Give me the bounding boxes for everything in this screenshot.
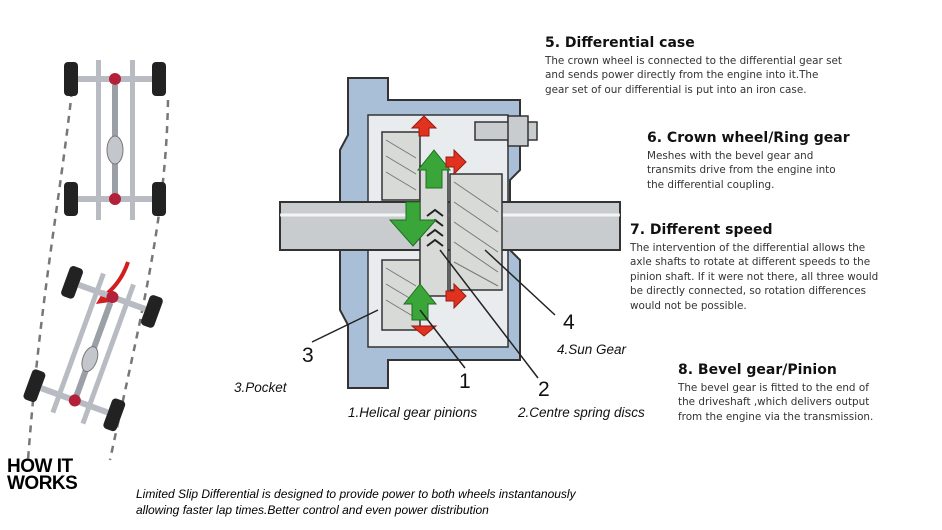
label-helical-gear-pinions: 1.Helical gear pinions <box>348 405 478 420</box>
section-differential-case: 5. Differential case The crown wheel is … <box>545 35 855 97</box>
chassis-straight <box>64 60 166 220</box>
section-crown-wheel: 6. Crown wheel/Ring gear Meshes with the… <box>647 130 887 192</box>
label-centre-spring-discs: 2.Centre spring discs <box>518 405 645 420</box>
callout-number-4: 4 <box>563 311 575 334</box>
section-heading: 6. Crown wheel/Ring gear <box>647 130 850 146</box>
section-body: The bevel gear is fitted to the end of t… <box>678 382 874 423</box>
section-bevel-gear: 8. Bevel gear/Pinion The bevel gear is f… <box>678 362 918 424</box>
green-arrows <box>388 149 452 321</box>
chassis-illustration <box>23 60 170 461</box>
trajectory-line-right <box>108 99 170 461</box>
section-body: The crown wheel is connected to the diff… <box>545 55 842 96</box>
section-body: The intervention of the differential all… <box>630 242 879 312</box>
leader-lines <box>311 249 556 379</box>
how-it-works-logo: HOW IT WORKS <box>7 456 78 494</box>
section-heading: 5. Differential case <box>545 35 695 51</box>
logo-line-2: WORKS <box>7 473 78 494</box>
red-arrows <box>410 115 467 337</box>
section-different-speed: 7. Different speed The intervention of t… <box>630 222 930 313</box>
section-heading: 7. Different speed <box>630 222 773 238</box>
logo-line-1: HOW IT <box>7 456 73 477</box>
label-sun-gear: 4.Sun Gear <box>557 342 627 357</box>
callout-number-3: 3 <box>302 344 314 367</box>
chassis-turning <box>23 266 163 432</box>
section-heading: 8. Bevel gear/Pinion <box>678 362 837 378</box>
caption: Limited Slip Differential is designed to… <box>136 486 576 518</box>
trajectory-line-left <box>26 89 74 461</box>
caption-line-1: Limited Slip Differential is designed to… <box>136 487 576 501</box>
differential-cross-section <box>279 77 621 389</box>
caption-line-2: allowing faster lap times.Better control… <box>136 503 489 517</box>
label-pocket: 3.Pocket <box>234 380 287 395</box>
callout-number-1: 1 <box>459 370 471 393</box>
callout-number-2: 2 <box>538 378 550 401</box>
section-body: Meshes with the bevel gear and transmits… <box>647 150 836 191</box>
